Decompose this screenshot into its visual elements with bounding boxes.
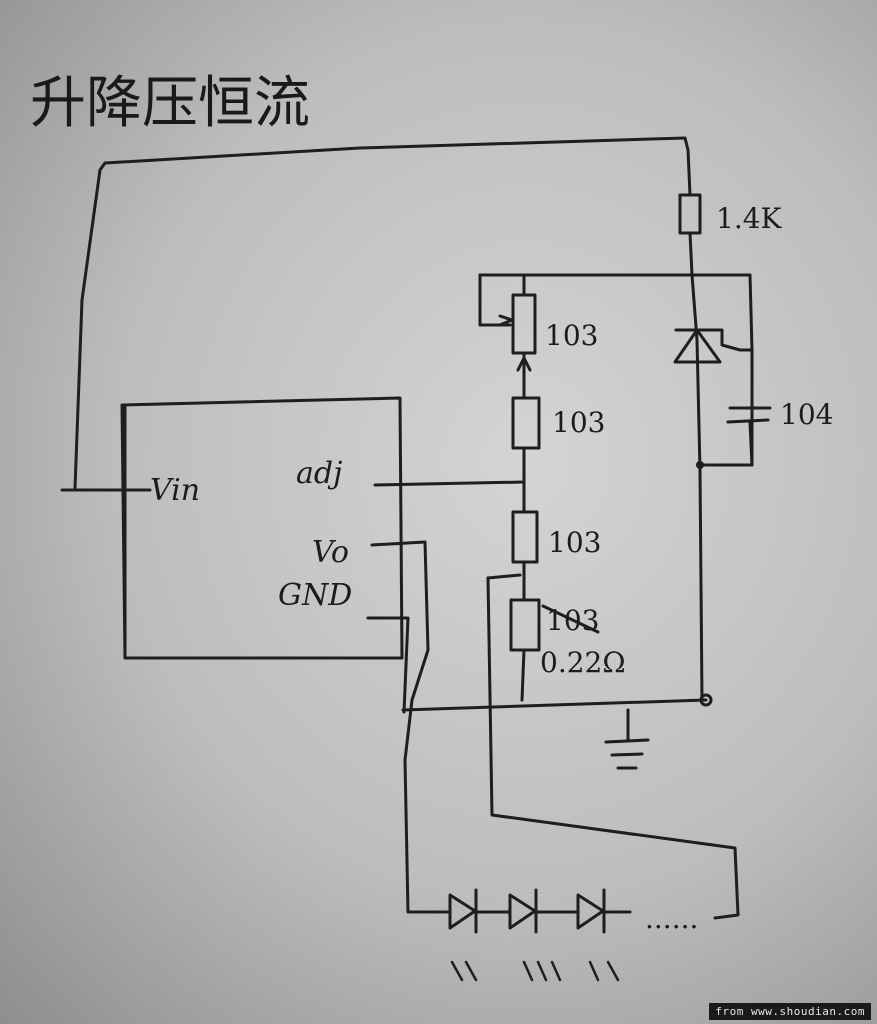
resistor-103-mid2 bbox=[511, 510, 539, 564]
wire-rs-gnd bbox=[520, 648, 526, 702]
r-103-mid1-label: 103 bbox=[552, 406, 605, 439]
r-103-mid2-label: 103 bbox=[548, 526, 601, 559]
sense-resistor bbox=[509, 598, 541, 652]
ground-line-1 bbox=[604, 738, 650, 744]
led-continuation: ...... bbox=[645, 902, 698, 935]
led-return-wire bbox=[486, 576, 740, 920]
pin-adj-label: adj bbox=[296, 456, 342, 491]
cap-wire-bottom bbox=[748, 420, 754, 467]
strike-mark bbox=[541, 604, 600, 634]
watermark: from www.shoudian.com bbox=[709, 1003, 871, 1020]
junction-dot bbox=[696, 461, 704, 469]
top-wire bbox=[73, 136, 692, 490]
right-rail bbox=[688, 231, 704, 702]
zener-diode bbox=[673, 328, 722, 364]
adj-wire bbox=[373, 446, 526, 487]
gnd-pin-wire bbox=[366, 616, 410, 714]
cap-plate-bottom bbox=[726, 418, 770, 424]
led-2 bbox=[508, 888, 562, 982]
resistor-103-mid1 bbox=[511, 396, 541, 450]
cap-104-label: 104 bbox=[780, 398, 833, 431]
vo-wire bbox=[370, 540, 452, 914]
potentiometer-103 bbox=[511, 293, 537, 355]
ic-box bbox=[120, 396, 404, 660]
pin-vin-label: Vin bbox=[150, 473, 200, 508]
pot-103-label: 103 bbox=[545, 319, 598, 352]
resistor-1-4k bbox=[678, 193, 702, 235]
ground-rail bbox=[401, 698, 708, 712]
led-1 bbox=[448, 888, 478, 982]
pin-vo-label: Vo bbox=[312, 535, 349, 570]
led-return-tap bbox=[486, 573, 522, 580]
ground-node bbox=[699, 693, 713, 707]
arrow-up bbox=[516, 356, 532, 372]
sense-label: 0.22Ω bbox=[540, 646, 626, 679]
led-3 bbox=[576, 888, 620, 982]
top-branch-wire bbox=[478, 273, 754, 467]
zener-ref-wire bbox=[674, 328, 754, 352]
resistor-1-4k-label: 1.4K bbox=[716, 202, 783, 235]
ground-line-2 bbox=[610, 752, 644, 757]
page-title: 升降压恒流 bbox=[30, 71, 310, 136]
pin-gnd-label: GND bbox=[278, 578, 352, 613]
